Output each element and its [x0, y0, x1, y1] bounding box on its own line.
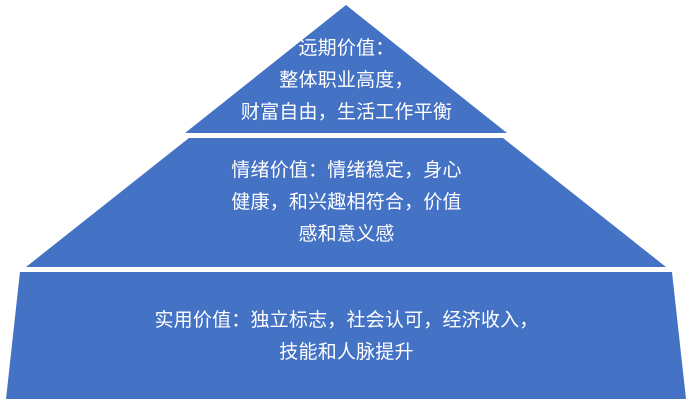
pyramid-tier-bottom-shape[interactable]	[6, 272, 687, 399]
pyramid-tier-top-shape[interactable]	[185, 5, 507, 133]
pyramid-tier-middle-shape[interactable]	[25, 138, 666, 267]
